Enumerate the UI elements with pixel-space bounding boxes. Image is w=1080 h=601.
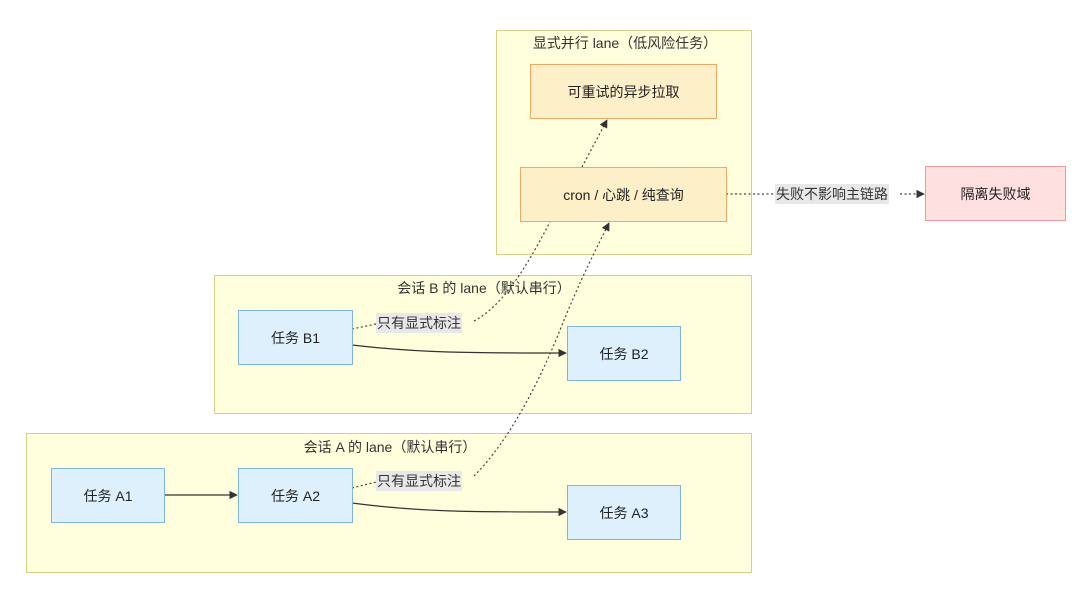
edge-a2-cron [351, 481, 377, 489]
lane-session-a-title: 会话 A 的 lane（默认串行） [303, 439, 477, 455]
edge-b1-cron [351, 323, 377, 330]
node-a3: 任务 A3 [567, 485, 681, 540]
node-b2: 任务 B2 [567, 326, 681, 381]
edge-label-explicit-a: 只有显式标注 [376, 471, 462, 491]
node-cron: cron / 心跳 / 纯查询 [520, 167, 727, 222]
edge-a-label-cron [473, 222, 610, 477]
edge-cron-async [581, 119, 608, 168]
node-async-fetch: 可重试的异步拉取 [530, 64, 717, 119]
edge-label-failure: 失败不影响主链路 [775, 184, 889, 204]
edge-label-explicit-b: 只有显式标注 [376, 313, 462, 333]
node-b1: 任务 B1 [238, 310, 353, 365]
edge-b-label-cron [473, 221, 551, 322]
edge-a2-a3 [351, 502, 567, 517]
lane-session-b-title: 会话 B 的 lane（默认串行） [397, 280, 571, 296]
lane-parallel-title: 显式并行 lane（低风险任务） [532, 35, 718, 51]
node-isolated: 隔离失败域 [925, 166, 1066, 221]
node-a2: 任务 A2 [238, 468, 353, 523]
node-a1: 任务 A1 [51, 468, 165, 523]
edge-b1-b2 [351, 344, 567, 358]
